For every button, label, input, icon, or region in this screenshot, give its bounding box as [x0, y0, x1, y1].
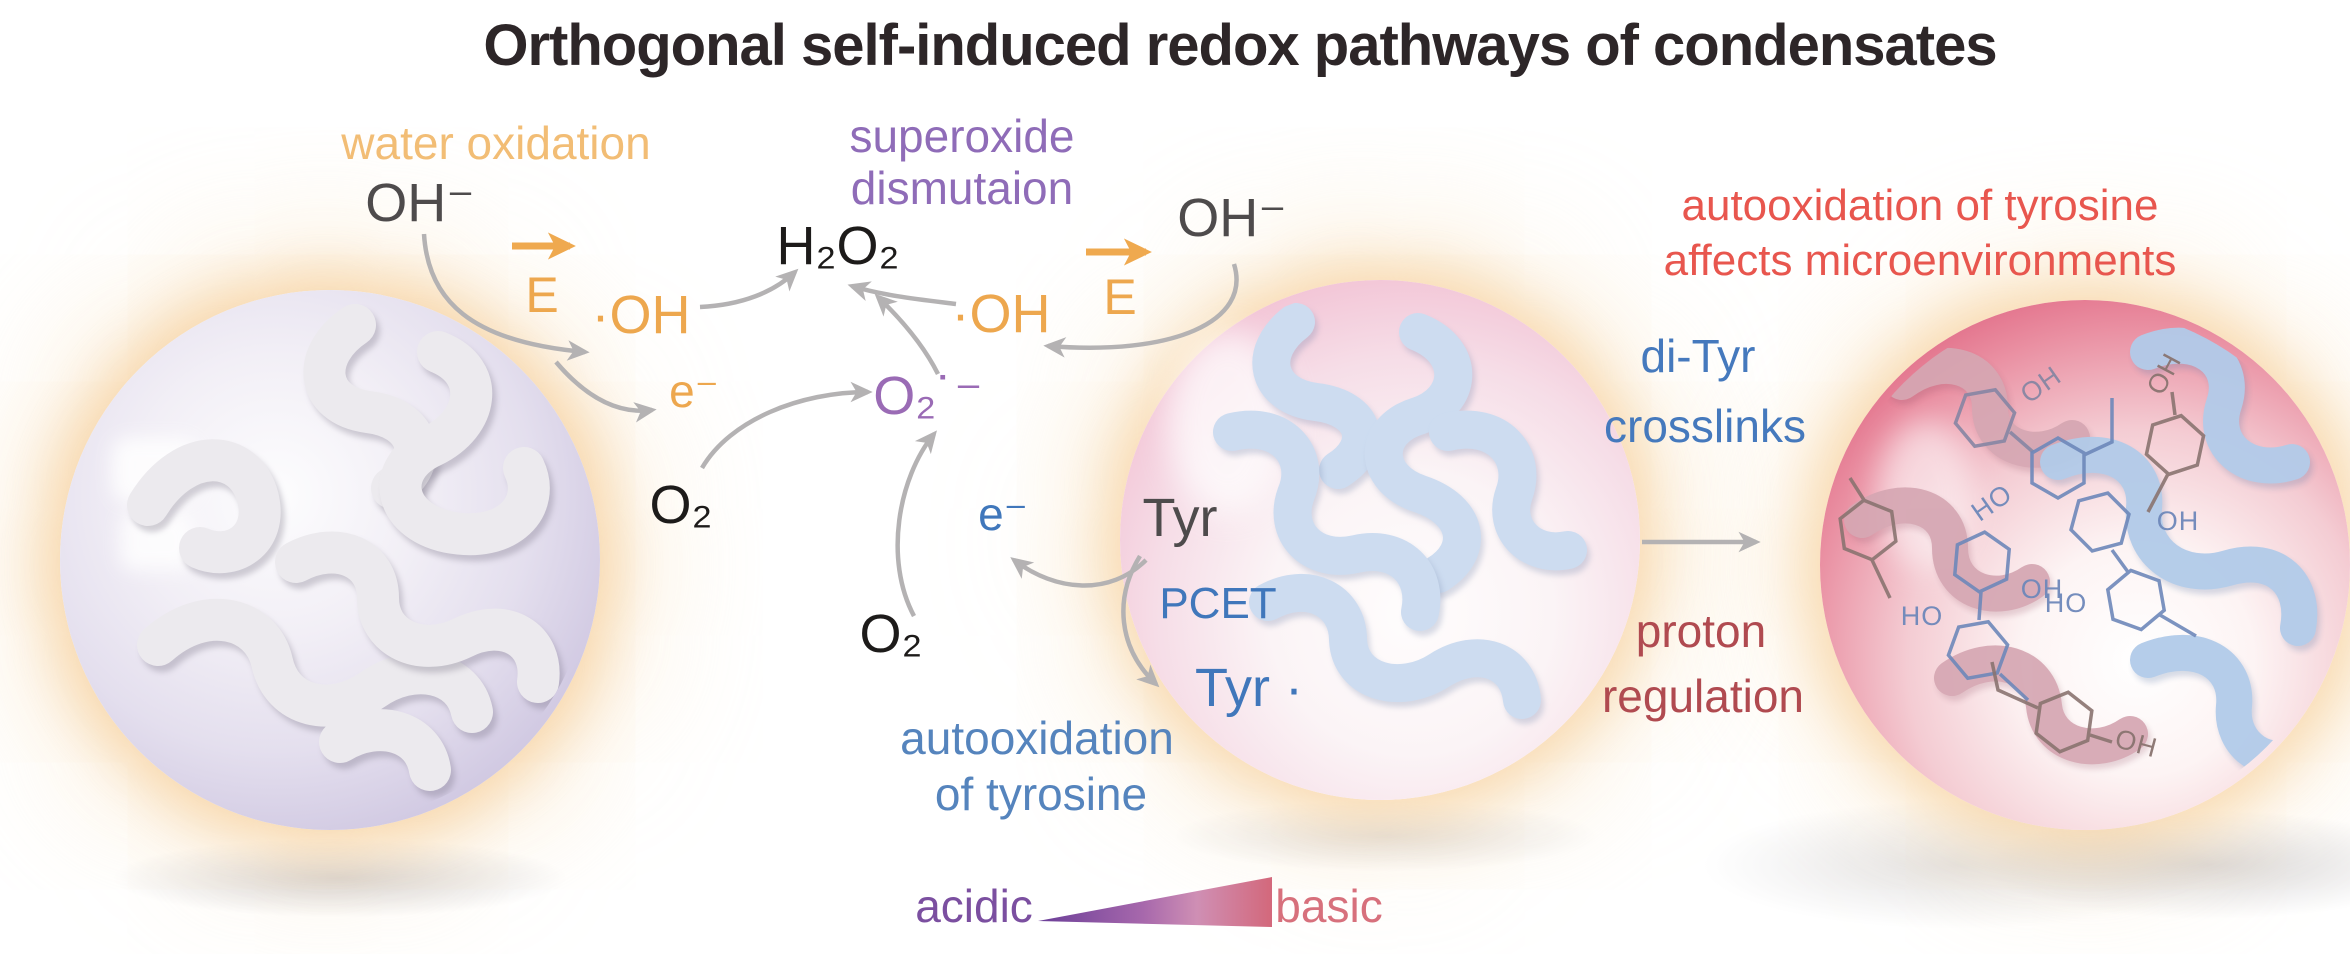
di-tyr-pair: [2030, 398, 2114, 500]
ph-gradient-wedge: [1038, 877, 1272, 927]
tyrosine-autooxidation-label-2: of tyrosine: [934, 768, 1148, 820]
phenol-ring: [1990, 661, 2113, 758]
superoxide-anion: O₂˙⁻: [873, 366, 983, 426]
polymer-chains-right: [1844, 327, 2324, 777]
acidic-label: acidic: [915, 880, 1033, 932]
tyrosine: Tyr: [1142, 488, 1218, 548]
polymer-chains-left: [127, 304, 560, 791]
hydrogen-peroxide: H₂O₂: [776, 216, 900, 276]
proton-regulation-1: proton: [1635, 605, 1767, 657]
superoxide-dismutation-label-2: dismutaion: [850, 162, 1074, 214]
figure-title: Orthogonal self-induced redox pathways o…: [483, 13, 1997, 78]
hydroxyl-radical-right: ·OH: [951, 284, 1051, 344]
water-oxidation-label: water oxidation: [341, 117, 651, 169]
phenol-ho-label: HO: [1901, 601, 1944, 631]
phenol-ring: [2141, 391, 2209, 513]
phenol-oh-label: OH: [2015, 360, 2067, 409]
enzyme-left: E: [525, 267, 559, 323]
basic-label: basic: [1275, 880, 1383, 932]
phenol-oh-label: OH: [2021, 574, 2064, 604]
oxygen-left: O₂: [649, 475, 713, 535]
di-tyr-pair: [2065, 484, 2197, 638]
phenol-ho-label: HO: [1966, 478, 2018, 527]
hydroxide-right: OH⁻: [1177, 188, 1287, 248]
phenol-oh-label: OH: [2157, 506, 2200, 536]
tyrosine-autooxidation-label-1: autooxidation: [900, 712, 1174, 764]
phenol-ring: [1836, 477, 1900, 599]
proton-regulation-2: regulation: [1601, 670, 1805, 722]
hydroxyl-radical-left: ·OH: [591, 285, 691, 345]
tyrosyl-radical: Tyr ·: [1195, 658, 1303, 718]
right-headline-1: autooxidation of tyrosine: [1681, 181, 2159, 230]
hydroxide-left: OH⁻: [365, 173, 475, 233]
reaction-arrows: [421, 233, 1761, 688]
catalysis-arrows: [512, 232, 1152, 266]
dityr-crosslinks-2: crosslinks: [1604, 400, 1806, 452]
di-tyr-pair: [1941, 528, 2030, 702]
polymer-chains-middle: [1213, 303, 1587, 719]
enzyme-right: E: [1103, 269, 1137, 325]
superoxide-dismutation-label-1: superoxide: [849, 110, 1075, 162]
phenol-ho-label: HO: [1808, 437, 1857, 489]
electron-left: e⁻: [669, 365, 719, 417]
pcet-label: PCET: [1159, 579, 1277, 628]
phenol-ho-label: HO: [2045, 588, 2088, 618]
electron-blue: e⁻: [978, 488, 1028, 540]
right-headline-2: affects microenvironments: [1663, 236, 2177, 285]
dityr-crosslinks-1: di-Tyr: [1640, 330, 1756, 382]
oxygen-bottom: O₂: [859, 604, 923, 664]
di-tyr-pair: [1948, 379, 2035, 457]
